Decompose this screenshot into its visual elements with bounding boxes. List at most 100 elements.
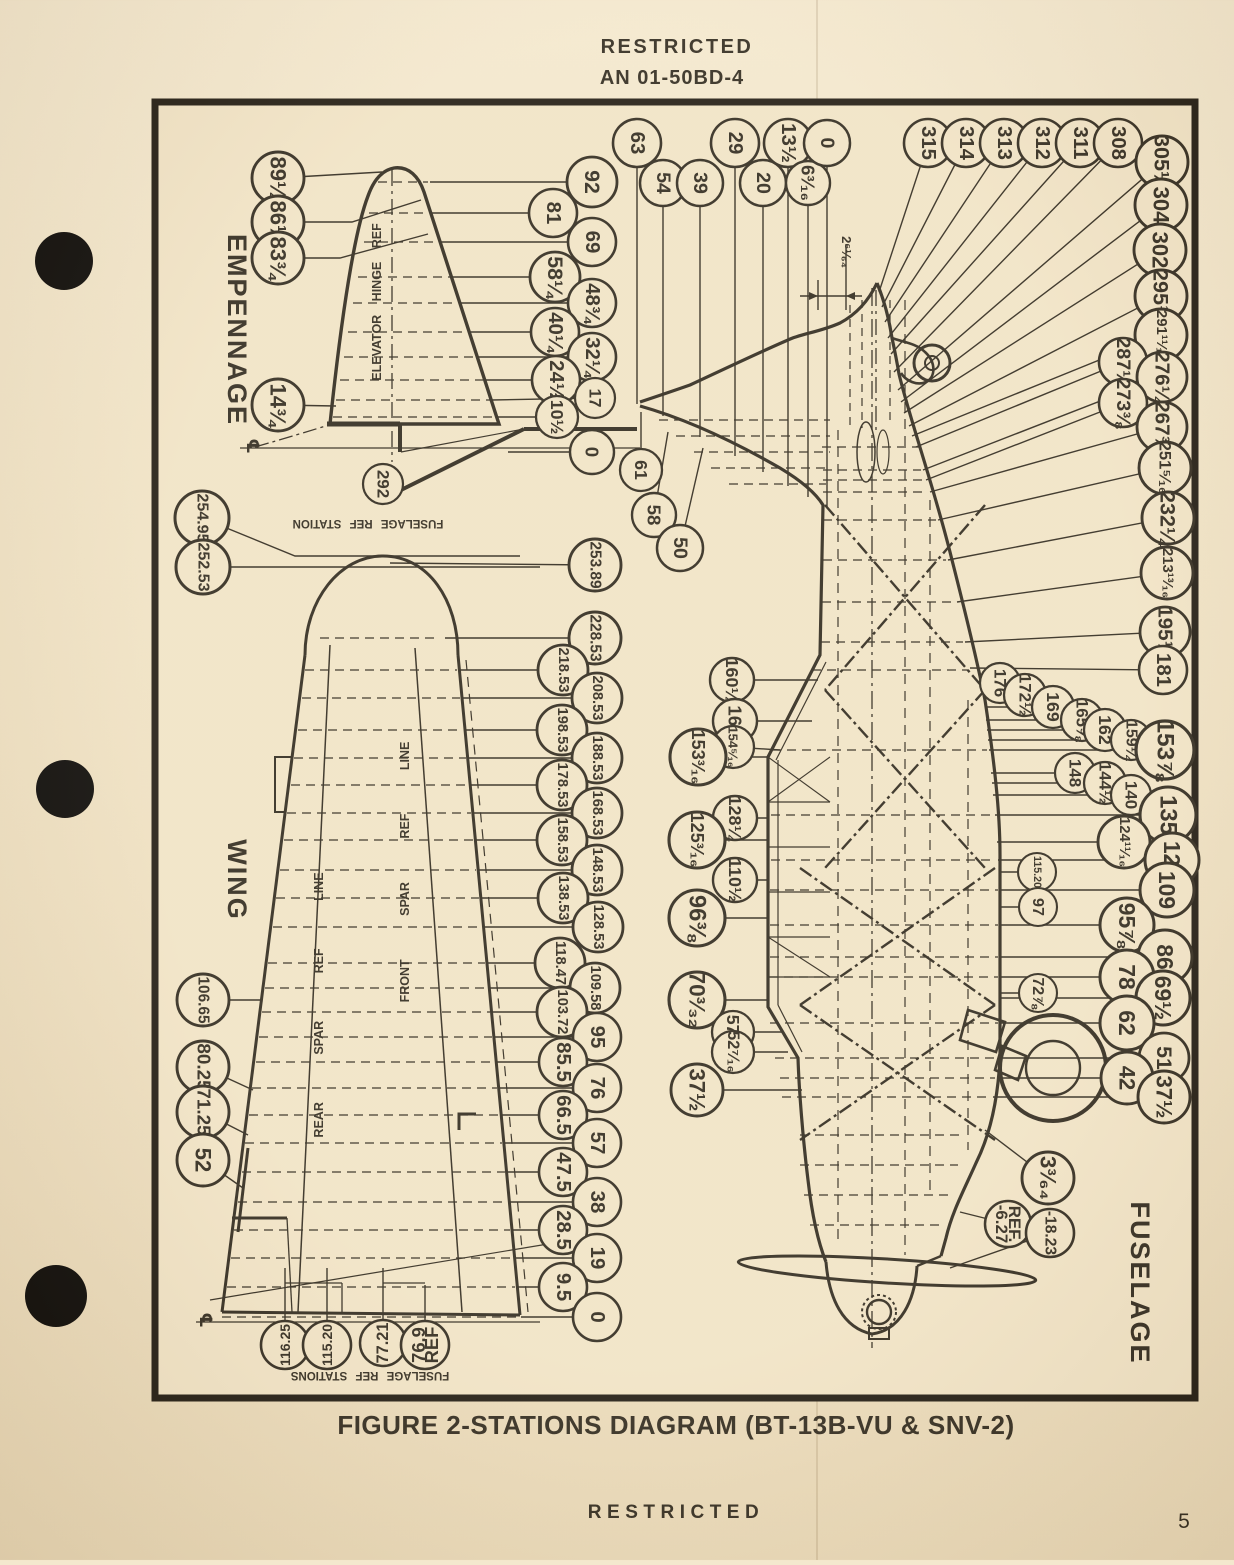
station-label: 115.20	[1031, 856, 1043, 888]
station-label: 0	[586, 1311, 608, 1322]
station-label: 3³⁄₆₄	[1036, 1156, 1061, 1200]
station-label: -18.23	[1042, 1211, 1059, 1256]
station-label: 125³⁄₁₆	[687, 813, 707, 868]
leader-line	[964, 631, 1166, 643]
station-circle	[571, 1176, 623, 1228]
station-label: 13½	[777, 123, 799, 163]
prop-hub	[865, 1298, 893, 1326]
station-label: 19	[586, 1247, 608, 1270]
leader-line	[881, 142, 967, 308]
station-label: 106.65	[195, 976, 212, 1024]
station-label: 178.53	[554, 763, 570, 808]
station-label: 148.53	[589, 848, 605, 893]
page-number: 5	[1178, 1510, 1190, 1533]
station-label: 47.5	[552, 1152, 574, 1192]
station-circle	[571, 1011, 623, 1063]
station-label: 311	[1069, 127, 1091, 160]
station-label: 57	[586, 1132, 608, 1155]
station-circle	[534, 394, 580, 440]
station-label: 70³⁄₃₂	[685, 972, 710, 1029]
station-label: 77.21	[374, 1322, 392, 1363]
leader-line	[925, 402, 1124, 481]
hole-punch	[35, 232, 93, 290]
station-label: 89¼	[266, 156, 291, 201]
wing-root-chord	[221, 1310, 521, 1317]
station-label: 81	[542, 202, 564, 225]
station-label: 154⁵⁄₁₆	[726, 726, 741, 767]
restricted-header: RESTRICTED	[601, 36, 754, 58]
station-label: 58¼	[543, 256, 567, 300]
station-label: 168.53	[589, 791, 605, 836]
leader-lines	[636, 143, 828, 549]
station-label: 14¾	[266, 383, 291, 428]
diagram-line	[767, 936, 831, 978]
leader-line	[890, 142, 1081, 355]
station-circle	[667, 810, 727, 870]
leader-line	[897, 161, 1163, 391]
station-circle	[566, 277, 618, 329]
index-mark	[457, 1112, 476, 1130]
station-label: 153⅞	[1152, 719, 1179, 782]
leader-line	[878, 142, 929, 293]
diagram-line	[799, 867, 996, 1006]
propeller	[736, 1254, 1038, 1288]
station-circle	[675, 158, 725, 208]
station-label: 38	[586, 1191, 608, 1214]
station-label: 273⅜	[1112, 378, 1134, 429]
fuselage-left-outline	[639, 404, 828, 1263]
leader-line	[937, 467, 1166, 521]
station-label: 291¹¹⁄₁₆	[1153, 310, 1169, 360]
tailwheel	[912, 343, 952, 383]
station-label: 308	[1107, 126, 1129, 160]
wing-ref-label: FUSELAGE REF STATIONS	[290, 1369, 449, 1381]
station-circle	[571, 900, 625, 954]
station-label: 51	[1152, 1046, 1176, 1070]
station-label: 115.20	[319, 1324, 335, 1366]
diagram-line	[824, 689, 986, 869]
station-label: 52⁷⁄₁₆	[724, 1031, 742, 1073]
station-label: 95⅞	[1114, 903, 1140, 949]
station-label: 188.53	[589, 736, 605, 781]
station-label: 148	[1066, 759, 1085, 787]
station-circle	[784, 159, 832, 207]
station-label: 69½	[1150, 976, 1176, 1021]
station-circles: 160¼160154⁵⁄₁₆153³⁄₁₆128¼125³⁄₁₆110½96⅜7…	[667, 656, 759, 1118]
station-label: 169	[1043, 692, 1063, 722]
station-label: 228.53	[587, 614, 604, 661]
station-label: 54	[652, 172, 674, 194]
station-circle	[536, 643, 590, 697]
station-label: 276¼	[1151, 351, 1174, 405]
station-circle	[710, 1029, 756, 1075]
fin-rib-lines	[849, 300, 891, 428]
diagram-line	[766, 654, 822, 758]
station-label: 198.53	[554, 708, 570, 753]
station-circle	[568, 428, 616, 476]
station-label: 32¼	[581, 337, 603, 379]
station-circle	[301, 1319, 353, 1371]
stab-line	[400, 428, 525, 453]
station-circle	[570, 786, 624, 840]
station-circle	[535, 703, 589, 757]
station-label: 253.89	[587, 541, 604, 588]
station-label: 28.5	[552, 1210, 574, 1250]
station-label: 110½	[725, 858, 745, 902]
leader-line	[389, 562, 596, 566]
centerline-symbol: ℄	[243, 438, 262, 453]
station-label: 0	[582, 447, 603, 457]
station-circle	[570, 731, 624, 785]
station-circle	[1017, 886, 1059, 928]
station-label: 128¼	[725, 796, 745, 843]
station-circle	[1139, 545, 1195, 601]
diagram-line	[799, 1004, 996, 1141]
fuselage-deck-curve	[254, 423, 333, 448]
front-spar-line	[414, 647, 463, 1313]
elevator-edge	[400, 427, 525, 492]
station-label: 76.9	[408, 1327, 429, 1363]
station-circles: 292	[361, 462, 405, 506]
station-label: 158.53	[554, 818, 570, 863]
